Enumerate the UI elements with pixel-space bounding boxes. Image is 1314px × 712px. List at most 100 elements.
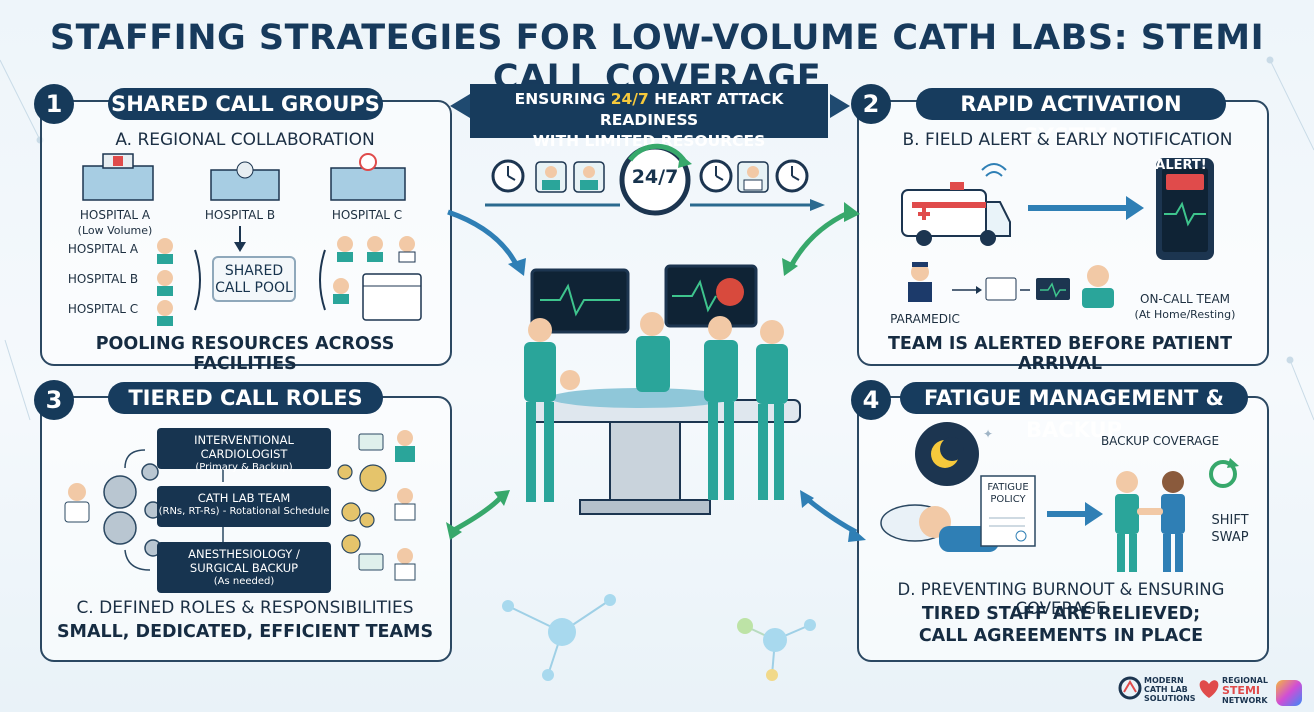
hospital-b-label: HOSPITAL B: [204, 208, 276, 222]
svg-text:✦: ✦: [983, 427, 993, 441]
staff-member-3: [704, 316, 738, 500]
clock-icon: [491, 159, 525, 193]
swap-line2: SWAP: [1211, 530, 1249, 545]
panel3-heading: TIERED CALL ROLES: [108, 382, 383, 414]
tablet-icon: [985, 277, 1017, 301]
ambulance-icon: [901, 182, 1011, 246]
pool-line1: SHARED: [224, 263, 284, 279]
gears-icon: [103, 463, 162, 557]
logo-regional-1: REGIONAL: [1222, 676, 1268, 685]
panel4-number: 4: [851, 380, 891, 420]
role2-title: CATH LAB TEAM: [197, 491, 291, 505]
regional-stemi-logo: REGIONAL STEMI NETWORK: [1222, 676, 1268, 705]
pool-line2: CALL POOL: [215, 280, 293, 296]
timeline: [485, 143, 825, 216]
panel2-subtitle: B. FIELD ALERT & EARLY NOTIFICATION: [902, 130, 1233, 150]
nurse-icon: [573, 161, 605, 193]
hospital-a-label: HOSPITAL A: [79, 208, 151, 222]
staff-member-2: [636, 312, 670, 392]
list-hospital-a: HOSPITAL A: [67, 242, 139, 256]
doctor-icon: [737, 161, 769, 193]
panel4-footer1: TIRED STAFF ARE RELIEVED;: [921, 604, 1201, 624]
logo-modern-2: CATH LAB: [1144, 685, 1188, 694]
banner-highlight: 24/7: [610, 90, 649, 108]
clock-icon-3: [775, 159, 809, 193]
role3-note: (As needed): [213, 576, 275, 587]
alert-text: ALERT!: [1155, 158, 1207, 173]
role3-title2: SURGICAL BACKUP: [189, 561, 299, 575]
clock-24-7-icon: [619, 143, 692, 216]
arrow-to-panel3: [452, 494, 504, 533]
role1-title: INTERVENTIONAL CARDIOLOGIST: [194, 433, 294, 461]
logo-regional-2: STEMI: [1222, 684, 1260, 697]
role3-title: ANESTHESIOLOGY /: [188, 547, 300, 561]
panel4-heading: FATIGUE MANAGEMENT & BACKUP: [900, 382, 1248, 442]
activation-graphic: [901, 158, 1214, 308]
hospital-c-icon: [330, 153, 406, 201]
shift-swap-label: SHIFT SWAP: [1200, 512, 1260, 546]
staff-icon: [535, 161, 567, 193]
molecule-icon: [502, 594, 816, 681]
oncall-note: (At Home/Resting): [1134, 308, 1236, 321]
arrow-to-panel2: [787, 209, 852, 270]
clock-label: 24/7: [631, 166, 679, 188]
handshake-staff-icon: [1115, 471, 1185, 572]
arrow-to-panel1: [447, 209, 521, 270]
nurse-team-icon: [394, 488, 416, 521]
policy-line2: POLICY: [990, 494, 1026, 505]
panel-shared-call-groups: [40, 100, 452, 366]
banner-text-end: HEART ATTACK READINESS: [599, 90, 784, 129]
role-cath-lab-team: CATH LAB TEAM (RNs, RT-Rs) - Rotational …: [157, 486, 331, 527]
policy-line1: FATIGUE: [987, 482, 1029, 493]
panel1-heading: SHARED CALL GROUPS: [108, 88, 383, 120]
moon-icon: [915, 422, 979, 486]
panel3-number: 3: [34, 380, 74, 420]
surgeon-icon: [394, 548, 416, 581]
id-badge-icon: [358, 433, 384, 451]
patient: [550, 388, 730, 408]
panel4-subtitle: D. PREVENTING BURNOUT & ENSURING COVERAG…: [897, 580, 1225, 618]
heart-monitor: [664, 264, 758, 328]
panel3-subtitle: C. DEFINED ROLES & RESPONSIBILITIES: [76, 598, 414, 618]
panel1-subtitle: A. REGIONAL COLLABORATION: [115, 130, 375, 150]
swap-icon: [1209, 458, 1239, 488]
panel2-footer: TEAM IS ALERTED BEFORE PATIENT ARRIVAL: [887, 334, 1233, 374]
fatigue-policy-label: FATIGUE POLICY: [983, 482, 1033, 506]
panel2-number: 2: [851, 84, 891, 124]
panel4-footer2: CALL AGREEMENTS IN PLACE: [918, 626, 1204, 646]
role2-note: (RNs, RT-Rs) - Rotational Schedule: [158, 506, 330, 517]
cardiologist-icon: [395, 430, 415, 462]
policy-document-icon: [980, 475, 1036, 547]
hospital-a-note: (Low Volume): [77, 224, 153, 237]
fatigue-graphic: ✦: [880, 422, 1239, 572]
banner-text: ENSURING: [514, 90, 611, 108]
swap-line1: SHIFT: [1211, 513, 1249, 528]
panel2-heading: RAPID ACTIVATION SYSTEM: [916, 88, 1226, 148]
regional-stemi-logo-icon: [1199, 680, 1219, 698]
banner-line2: WITH LIMITED RESOURCES: [532, 132, 766, 150]
list-hospital-c: HOSPITAL C: [67, 302, 139, 316]
paramedic-label: PARAMEDIC: [890, 312, 960, 326]
hospital-c-label: HOSPITAL C: [331, 208, 403, 222]
banner-ribbon-ends: [450, 94, 850, 118]
modern-cath-lab-logo: MODERN CATH LAB SOLUTIONS: [1144, 676, 1196, 703]
cath-lab-illustration: [446, 202, 866, 542]
hospital-b-icon: [210, 161, 280, 201]
logo-regional-3: NETWORK: [1222, 696, 1268, 705]
hospital-a-icon: [82, 153, 154, 201]
page-title: STAFFING STRATEGIES FOR LOW-VOLUME CATH …: [49, 18, 1265, 98]
panel1-footer: POOLING RESOURCES ACROSS FACILITIES: [95, 334, 395, 374]
on-call-staff-icon: [1082, 265, 1114, 308]
id-badge-icon-2: [358, 553, 384, 571]
phone-icon: [1156, 158, 1214, 260]
backup-coverage-label: BACKUP COVERAGE: [1100, 434, 1220, 448]
ecg-monitor-left: [530, 268, 630, 334]
readiness-banner: ENSURING 24/7 HEART ATTACK READINESS WIT…: [470, 84, 828, 150]
logo-modern-3: SOLUTIONS: [1144, 694, 1196, 703]
staff-member-4: [756, 320, 788, 500]
arrow-to-panel4: [804, 496, 858, 535]
role-anesthesiology: ANESTHESIOLOGY / SURGICAL BACKUP (As nee…: [157, 542, 331, 593]
oncall-label: ON-CALL TEAM: [1140, 292, 1230, 306]
calendar-icon: [362, 273, 422, 321]
panel1-number: 1: [34, 84, 74, 124]
